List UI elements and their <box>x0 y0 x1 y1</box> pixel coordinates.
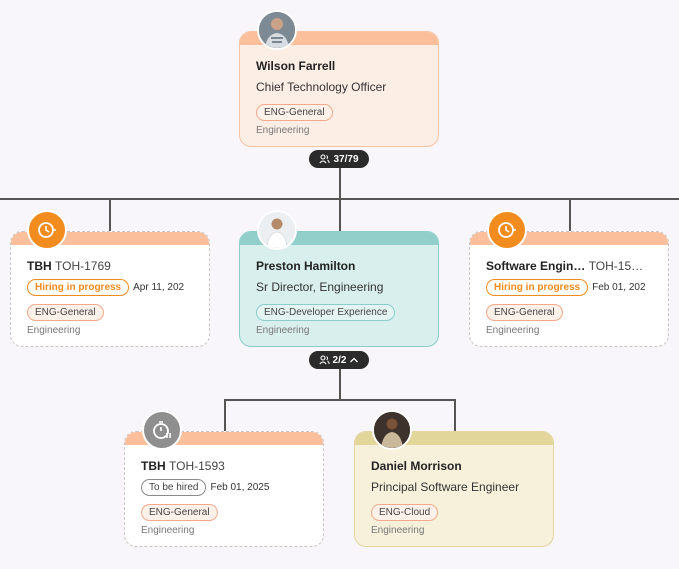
avatar-ic <box>372 410 412 450</box>
date-label: Feb 01, 202 <box>592 282 646 293</box>
position-label: Software Engin… <box>486 259 586 273</box>
status-badge: Hiring in progress <box>486 279 589 296</box>
date-label: Feb 01, 2025 <box>210 482 270 493</box>
connector-to-card-4 <box>224 399 226 432</box>
position-label: TBH <box>141 459 166 473</box>
department-label: Engineering <box>256 325 310 336</box>
employee-title: Principal Software Engineer <box>371 480 520 494</box>
people-icon <box>319 154 331 164</box>
chevron-up-icon <box>350 357 359 363</box>
reports-count-pill-root[interactable]: 37/79 <box>309 150 369 168</box>
team-tag: ENG-Developer Experience <box>256 304 396 321</box>
avatar-manager <box>257 210 297 250</box>
position-label: TBH <box>27 259 52 273</box>
position-name: Software Engin… TOH-15… <box>486 259 643 273</box>
department-label: Engineering <box>27 325 81 336</box>
employee-name: Preston Hamilton <box>256 259 356 273</box>
connector-level2-horizontal <box>224 399 455 401</box>
department-label: Engineering <box>486 325 540 336</box>
connector-to-card-5 <box>454 399 456 432</box>
status-badge: Hiring in progress <box>27 279 130 296</box>
connector-manager-down <box>339 368 341 400</box>
reports-count: 2/2 <box>332 354 347 366</box>
connector-to-card-3 <box>569 198 571 232</box>
people-icon <box>318 355 330 365</box>
employee-name: Daniel Morrison <box>371 459 462 473</box>
to-be-hired-avatar <box>142 410 182 450</box>
team-tag: ENG-General <box>486 304 563 321</box>
team-tag: ENG-General <box>141 504 218 521</box>
date-label: Apr 11, 202 <box>133 282 185 293</box>
team-tag: ENG-General <box>27 304 104 321</box>
reports-count-pill-manager[interactable]: 2/2 <box>309 351 369 369</box>
connector-root-down <box>339 168 341 199</box>
employee-name: Wilson Farrell <box>256 59 336 73</box>
employee-title: Chief Technology Officer <box>256 80 387 94</box>
requisition-id: TOH-1769 <box>55 259 111 273</box>
department-label: Engineering <box>371 525 425 536</box>
connector-to-card-1 <box>109 198 111 232</box>
team-tag: ENG-Cloud <box>371 504 439 521</box>
requisition-id: TOH-15… <box>588 259 644 273</box>
requisition-id: TOH-1593 <box>169 459 225 473</box>
position-name: TBH TOH-1769 <box>27 259 111 273</box>
department-label: Engineering <box>256 125 310 136</box>
timer-icon <box>153 421 171 439</box>
team-tag: ENG-General <box>256 104 333 121</box>
position-name: TBH TOH-1593 <box>141 459 225 473</box>
clock-icon <box>38 222 56 238</box>
open-role-avatar-2 <box>487 210 527 250</box>
employee-title: Sr Director, Engineering <box>256 280 384 294</box>
avatar-root <box>257 10 297 50</box>
status-badge: To be hired <box>141 479 207 496</box>
reports-count: 37/79 <box>333 153 359 165</box>
connector-to-card-2 <box>339 198 341 232</box>
department-label: Engineering <box>141 525 195 536</box>
open-role-avatar-1 <box>27 210 67 250</box>
clock-icon <box>498 222 516 238</box>
org-card-ic[interactable]: Daniel Morrison Principal Software Engin… <box>354 431 554 547</box>
